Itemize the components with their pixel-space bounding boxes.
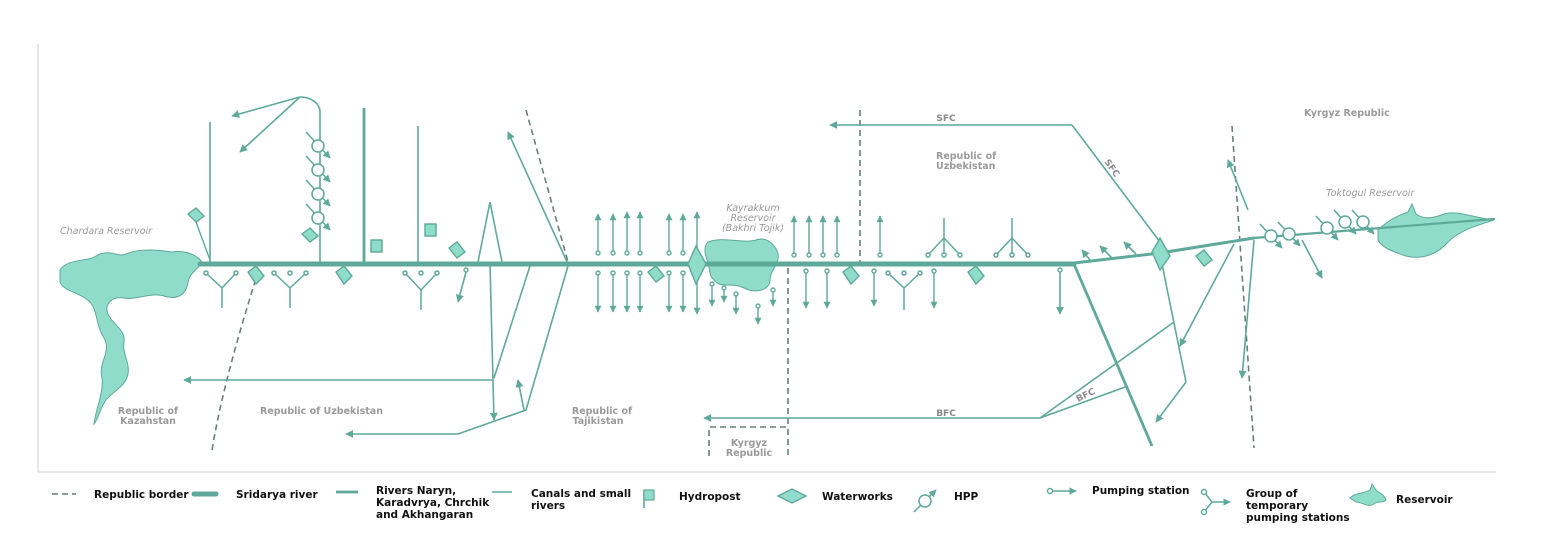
kyrgyz-south-label-1: Kyrgyz <box>731 438 768 449</box>
legend-reservoir: Reservoir <box>1349 482 1453 506</box>
svg-text:rivers: rivers <box>531 500 565 512</box>
canals <box>183 96 1323 438</box>
hpp-stations <box>305 131 1375 249</box>
chardara-reservoir-shape <box>59 249 203 426</box>
tajikistan-label-1: Republic of <box>572 406 633 417</box>
bfc-label: BFC <box>936 409 956 419</box>
waterworks <box>687 236 1171 286</box>
pumping-group-icon <box>1200 488 1231 516</box>
legend: Republic border Sridarya river Rivers Na… <box>52 482 1453 524</box>
svg-text:Reservoir: Reservoir <box>1396 494 1453 506</box>
uzbekistan-west-label: Republic of Uzbekistan <box>260 406 383 417</box>
kazakhstan-label-2: Kazahstan <box>120 416 176 427</box>
svg-text:Pumping station: Pumping station <box>1092 485 1190 497</box>
kyrgyz-east-label: Kyrgyz Republic <box>1304 108 1390 119</box>
frame <box>37 44 1496 473</box>
legend-pumping-group: Group of temporary pumping stations <box>1200 488 1350 524</box>
reservoir-icon <box>1349 482 1387 506</box>
legend-canals: Canals and small rivers <box>492 488 631 512</box>
svg-text:Karadvrya, Chrchik: Karadvrya, Chrchik <box>376 497 490 509</box>
sfc-top-label: SFC <box>936 114 956 124</box>
svg-text:HPP: HPP <box>954 491 978 503</box>
reservoirs <box>59 202 1495 426</box>
waterworks-icon <box>776 488 808 504</box>
uzbekistan-east-label-2: Uzbekistan <box>936 161 996 172</box>
legend-hydropost: Hydropost <box>643 489 741 508</box>
svg-text:pumping stations: pumping stations <box>1246 512 1350 524</box>
legend-pumping-station: Pumping station <box>1046 485 1190 497</box>
svg-text:Waterworks: Waterworks <box>822 491 893 503</box>
toktogul-reservoir-shape <box>1377 202 1495 258</box>
hydroposts <box>186 207 1213 286</box>
pumping-station-icon <box>1046 487 1077 495</box>
toktogul-label: Toktogul Reservoir <box>1326 188 1415 199</box>
svg-text:Republic border: Republic border <box>94 489 189 501</box>
pumping-station-groups <box>203 218 1031 310</box>
pumping-group-4 <box>885 270 923 310</box>
tajikistan-label-2: Tajikistan <box>572 416 623 427</box>
svg-text:Rivers Naryn,: Rivers Naryn, <box>376 485 456 497</box>
svg-text:Hydropost: Hydropost <box>679 491 741 503</box>
hpp-naryn-cascade <box>305 131 331 231</box>
pumping-group-6 <box>993 218 1031 258</box>
svg-text:Sridarya river: Sridarya river <box>236 489 318 501</box>
pumping-group-2 <box>271 270 309 308</box>
svg-text:Canals and small: Canals and small <box>531 488 631 500</box>
svg-text:and Akhangaran: and Akhangaran <box>376 509 473 521</box>
pumping-group-3 <box>402 270 440 310</box>
legend-hpp: HPP <box>913 489 978 513</box>
pumping-group-1 <box>203 270 239 308</box>
kayrakkum-label-3: (Bakhri Tojik) <box>722 223 784 234</box>
svg-text:Group of: Group of <box>1246 488 1298 500</box>
kyrgyz-south-label-2: Republic <box>726 448 772 459</box>
map-labels: Chardara Reservoir Republic of Kazahstan… <box>60 108 1415 459</box>
legend-republic-border: Republic border <box>52 489 189 501</box>
kazakhstan-label-1: Republic of <box>118 406 179 417</box>
chardara-label: Chardara Reservoir <box>60 226 153 237</box>
hpp-icon <box>913 489 937 513</box>
pumping-station-arrows <box>463 211 1063 325</box>
svg-text:temporary: temporary <box>1246 500 1308 512</box>
pumping-group-5 <box>925 218 963 258</box>
kayrakkum-label-2: Reservoir <box>730 213 776 224</box>
legend-rivers: Rivers Naryn, Karadvrya, Chrchik and Akh… <box>336 485 490 521</box>
tributary-rivers <box>362 108 1154 447</box>
sirdarya-river <box>197 217 1496 267</box>
legend-sirdarya-river: Sridarya river <box>191 489 318 501</box>
hydropost-icon <box>643 489 655 508</box>
legend-waterworks: Waterworks <box>776 488 893 504</box>
hpp-toktogul-cascade <box>1259 209 1375 249</box>
kayrakkum-label-1: Kayrakkum <box>726 203 779 214</box>
uzbekistan-east-label-1: Republic of <box>936 151 997 162</box>
